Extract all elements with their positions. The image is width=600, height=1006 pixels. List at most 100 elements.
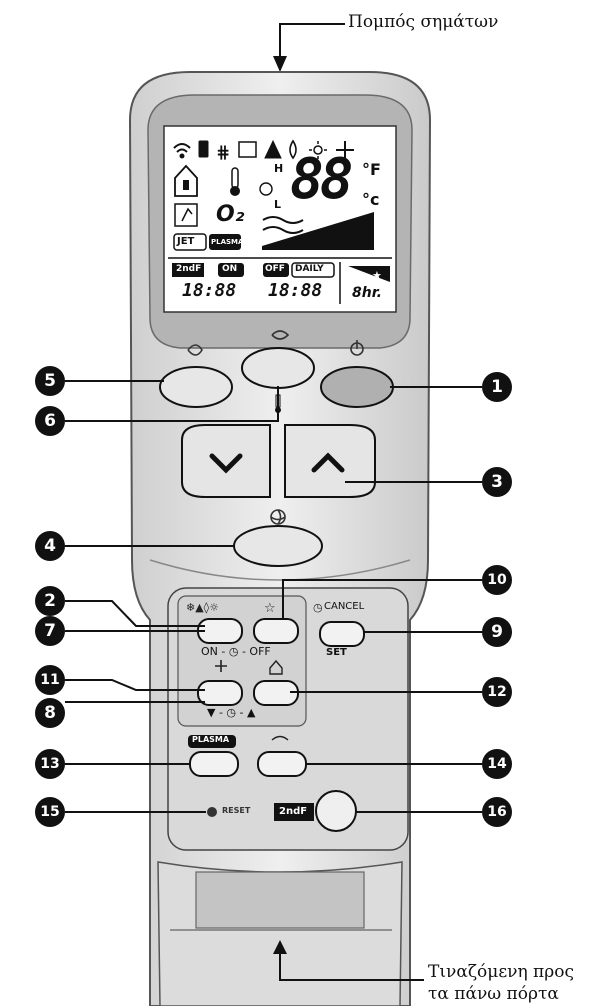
grid-icon [238, 141, 257, 158]
callout-11: 11 [35, 665, 65, 695]
plasma-panel-label: PLASMA [192, 735, 230, 744]
plasma-label-box [188, 735, 236, 748]
on-lcd-label: ON [222, 264, 238, 274]
temperature-digits: 88 [290, 147, 353, 212]
timer-on-digits: 18:88 [182, 280, 237, 301]
timer-off-digits: 18:88 [268, 280, 323, 301]
power-button-shape [320, 366, 394, 408]
callout-5: 5 [35, 366, 65, 396]
callout-2: 2 [35, 586, 65, 616]
callout-12: 12 [482, 677, 512, 707]
fan-small-icon [215, 660, 227, 672]
jet-label: JET [177, 236, 195, 247]
chevron-up-icon [311, 452, 345, 473]
auto-swing-button-shape [241, 347, 315, 389]
jet-button-shape [253, 618, 299, 644]
thermometer-icon [230, 167, 240, 196]
callout-7: 7 [35, 616, 65, 646]
second-f-lcd-label: 2ndF [176, 264, 202, 274]
house-small-icon [269, 659, 283, 675]
transmitter-leader-line [279, 23, 345, 62]
jet-star-icon: ☆ [264, 601, 276, 616]
o2-label: O₂ [216, 202, 245, 227]
clock-cancel-icon: ◷ [313, 601, 323, 614]
set-label: SET [326, 647, 347, 658]
jet-box [173, 233, 207, 251]
callout-leaders [65, 380, 482, 813]
second-f-label-box [274, 803, 314, 821]
fan-icon [270, 509, 286, 525]
callout-16: 16 [482, 797, 512, 827]
lcd-icon-row: ⋕ [173, 139, 354, 163]
unit-f-label: °F [362, 160, 381, 179]
callout-15: 15 [35, 797, 65, 827]
callout-14: 14 [482, 749, 512, 779]
fan-plus-icon [336, 141, 354, 158]
star-flag-icon [348, 266, 390, 282]
battery-icon [198, 140, 209, 158]
callout-6: 6 [35, 406, 65, 436]
flip-door-window [195, 871, 365, 929]
off-box [263, 263, 289, 277]
reset-hole [207, 807, 217, 817]
door-arrowhead [273, 940, 287, 954]
second-f-panel-label: 2ndF [279, 806, 308, 817]
swing-small-icon [271, 735, 289, 741]
second-f-box [172, 263, 204, 277]
cancel-label: CANCEL [324, 601, 365, 612]
drop-icon [289, 139, 297, 160]
house-icon [174, 164, 198, 197]
sun-icon [309, 141, 327, 159]
sleep-hours-label: 8hr. [352, 285, 382, 301]
daily-lcd-label: DAILY [295, 264, 324, 274]
callout-13: 13 [35, 749, 65, 779]
panel-seam [149, 559, 411, 581]
swing-button-shape [159, 366, 233, 408]
person-figure [181, 207, 193, 222]
power-icon [350, 340, 364, 356]
door-caption-line2: τα πάνω πόρτα [428, 984, 559, 1004]
callout-4: 4 [35, 531, 65, 561]
defrost-icon: ⋕ [216, 143, 230, 163]
callout-1: 1 [482, 372, 512, 402]
wind-waves-icon [262, 216, 304, 234]
second-f-button-shape [315, 790, 357, 832]
auto-swing-icon [271, 330, 290, 340]
swing-icon [187, 344, 203, 356]
mode-icons-small: ❄▲◊☼ [186, 601, 219, 614]
timer-fan-button-shape [197, 680, 243, 706]
callout-3: 3 [482, 467, 512, 497]
unit-c-label: °c [362, 190, 380, 209]
door-leader-line [279, 948, 424, 981]
updown-timer-label: ▼ - ◷ - ▲ [207, 706, 256, 719]
dry-mode-icon [264, 139, 282, 159]
callout-10: 10 [482, 565, 512, 595]
callout-8: 8 [35, 698, 65, 728]
star-icon: ★ [372, 269, 382, 282]
door-caption-line1: Τιναζόμενη προς [428, 962, 574, 982]
transmitter-caption: Πομπός σημάτων [348, 12, 499, 32]
fan-high-label: H [274, 162, 284, 175]
daily-box [291, 262, 335, 278]
face-icon [259, 182, 273, 196]
plasma-button-shape [189, 751, 239, 777]
fan-speed-bars [262, 212, 374, 250]
person-icon [174, 203, 198, 227]
reset-label: RESET [222, 806, 251, 815]
fan-speed-button-shape [233, 525, 323, 567]
signal-icon [173, 143, 191, 159]
chevron-down-icon [209, 453, 243, 474]
svg-text:❄▲◊☼: ❄▲◊☼ [186, 601, 219, 614]
off-lcd-label: OFF [265, 264, 285, 274]
cancel-set-button-shape [319, 621, 365, 647]
plasma-box [209, 234, 241, 250]
house-inner-icon [183, 180, 189, 190]
temp-down-button-shape [181, 424, 271, 498]
fan-low-label: L [274, 198, 282, 211]
air-button-shape [257, 751, 307, 777]
transmitter-arrowhead [273, 56, 287, 72]
on-off-timer-label: ON - ◷ - OFF [201, 645, 271, 658]
plasma-lcd-label: PLASMA [211, 238, 244, 246]
on-box [218, 263, 244, 277]
